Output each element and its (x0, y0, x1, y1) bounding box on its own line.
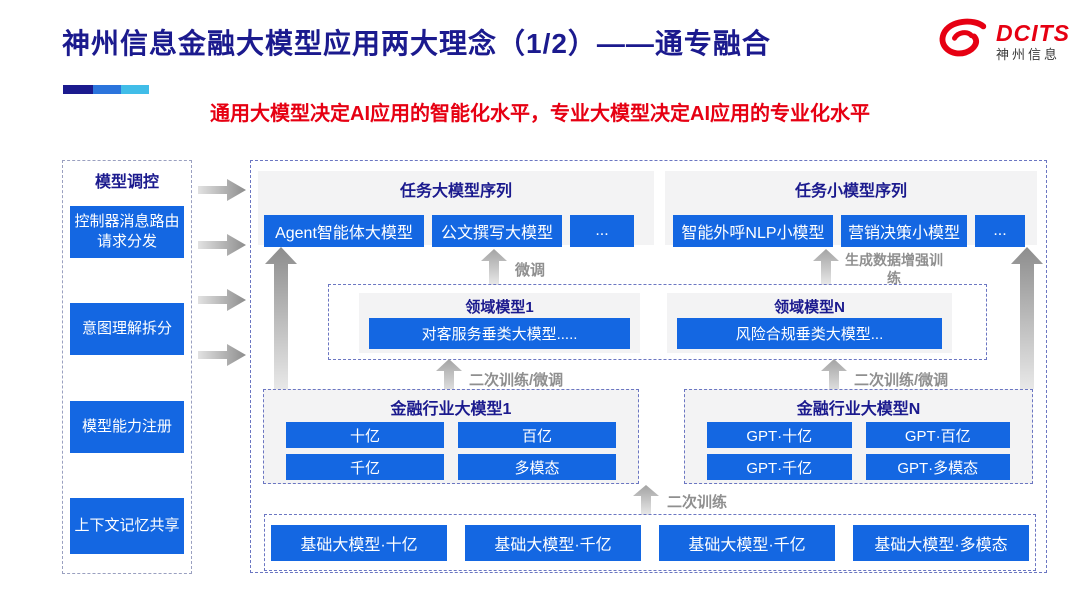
diagram-container: 任务大模型序列 Agent智能体大模型 公文撰写大模型 ... 任务小模型序列 … (250, 160, 1047, 573)
model-chip-base-100b: 基础大模型·千亿 (465, 524, 641, 561)
group-industry-model-1: 金融行业大模型1 十亿 百亿 千亿 多模态 (263, 389, 639, 484)
domain-models-container: 领域模型1 对客服务垂类大模型..... 领域模型N 风险合规垂类大模型... (328, 284, 987, 360)
group-title: 任务大模型序列 (399, 183, 512, 200)
arrow-label-retrain-finetune: 二次训练/微调 (854, 372, 949, 389)
up-arrow-icon (481, 249, 507, 285)
model-chip-gpt-1b: GPT·十亿 (707, 422, 852, 448)
up-arrow-icon (633, 485, 659, 515)
sidebar-title: 模型调控 (94, 174, 159, 191)
group-title: 任务小模型序列 (794, 183, 907, 200)
group-title: 领域模型N (774, 299, 845, 316)
model-chip-base-multimodal: 基础大模型·多模态 (853, 524, 1029, 561)
arrow-label-retrain-finetune: 二次训练/微调 (469, 372, 564, 389)
group-industry-model-n: 金融行业大模型N GPT·十亿 GPT·百亿 GPT·千亿 GPT·多模态 (684, 389, 1033, 484)
model-control-panel: 模型调控 控制器消息路由请求分发 意图理解拆分 模型能力注册 上下文记忆共享 (62, 160, 192, 574)
slide-subtitle: 通用大模型决定AI应用的智能化水平，专业大模型决定AI应用的专业化水平 (210, 103, 870, 125)
model-chip-nlp-call: 智能外呼NLP小模型 (673, 215, 833, 247)
group-task-small-models: 任务小模型序列 智能外呼NLP小模型 营销决策小模型 ... (665, 171, 1037, 247)
model-chip-base-100b: 基础大模型·千亿 (659, 524, 835, 561)
group-title: 金融行业大模型1 (390, 401, 512, 418)
model-chip-document: 公文撰写大模型 (432, 215, 562, 247)
model-chip-gpt-multimodal: GPT·多模态 (865, 454, 1010, 480)
accent-segment (93, 85, 121, 94)
sidebar-item-context: 上下文记忆共享 (70, 498, 184, 554)
model-chip-100b: 千亿 (286, 454, 444, 480)
page-title: 神州信息金融大模型应用两大理念（1/2）——通专融合 (62, 28, 771, 59)
up-arrow-icon (821, 359, 847, 395)
model-chip-risk-compliance: 风险合规垂类大模型... (677, 318, 942, 349)
right-arrow-icon (198, 288, 246, 312)
group-domain-model-n: 领域模型N 风险合规垂类大模型... (667, 293, 952, 353)
up-arrow-icon (813, 249, 839, 285)
group-domain-model-1: 领域模型1 对客服务垂类大模型..... (359, 293, 640, 353)
sidebar-item-capability: 模型能力注册 (70, 401, 184, 453)
group-base-models: 基础大模型·十亿 基础大模型·千亿 基础大模型·千亿 基础大模型·多模态 (264, 514, 1036, 571)
accent-segment (121, 85, 149, 94)
group-title: 金融行业大模型N (796, 401, 921, 418)
model-chip-ellipsis: ... (975, 215, 1025, 247)
right-arrow-icon (198, 233, 246, 257)
arrow-label-retrain: 二次训练 (667, 494, 728, 511)
model-chip-customer-service: 对客服务垂类大模型..... (369, 318, 630, 349)
arrow-label-augment: 生成数据增强训练 (845, 252, 943, 287)
logo-brand-text: DCITS (996, 19, 1070, 46)
sidebar-item-intent: 意图理解拆分 (70, 303, 184, 355)
model-chip-agent: Agent智能体大模型 (264, 215, 424, 247)
group-title: 领域模型1 (465, 299, 534, 316)
group-task-large-models: 任务大模型序列 Agent智能体大模型 公文撰写大模型 ... (258, 171, 654, 247)
up-arrow-icon (436, 359, 462, 395)
right-arrow-icon (198, 343, 246, 367)
logo-company-text: 神州信息 (996, 47, 1061, 62)
model-chip-gpt-100b: GPT·千亿 (707, 454, 852, 480)
model-chip-base-1b: 基础大模型·十亿 (271, 524, 447, 561)
arrow-label-finetune: 微调 (515, 262, 546, 279)
right-arrow-icon (198, 178, 246, 202)
sidebar-item-router: 控制器消息路由请求分发 (70, 206, 184, 258)
up-arrow-icon (1011, 247, 1043, 389)
up-arrow-icon (265, 247, 297, 389)
company-logo: DCITS 神州信息 (936, 16, 1076, 67)
model-chip-gpt-10b: GPT·百亿 (865, 422, 1010, 448)
model-chip-1b: 十亿 (286, 422, 444, 448)
model-chip-marketing: 营销决策小模型 (841, 215, 967, 247)
model-chip-ellipsis: ... (570, 215, 634, 247)
accent-bar (63, 85, 149, 94)
model-chip-multimodal: 多模态 (458, 454, 616, 480)
accent-segment (63, 85, 93, 94)
logo-swoosh-icon (936, 16, 990, 67)
model-chip-10b: 百亿 (458, 422, 616, 448)
